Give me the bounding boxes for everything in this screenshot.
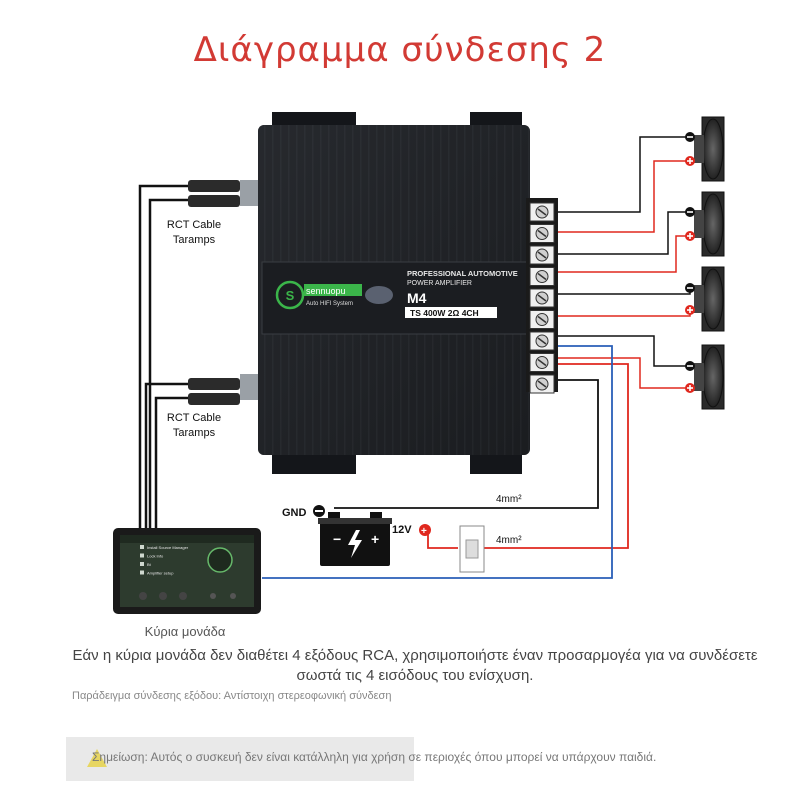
wire-speaker4-positive: [558, 357, 690, 389]
wire-speaker2-positive: [558, 235, 690, 273]
wire-positive-to-battery: [427, 532, 458, 549]
svg-text:+: +: [371, 531, 379, 547]
menu-item-icon: [140, 562, 144, 566]
rca-top-label-1: RCT Cable: [167, 219, 221, 231]
head-unit-button-icon: [179, 592, 187, 600]
rca-plugs: [188, 180, 240, 405]
head-unit-menu-item: Lock Info: [147, 554, 164, 559]
rca-cable-bottom-1: [144, 382, 190, 532]
head-unit-menu-item: Amplifier setup: [147, 571, 174, 576]
speaker-icon: [685, 266, 725, 332]
svg-text:S: S: [286, 288, 295, 303]
rca-input-top-icon: [240, 180, 258, 206]
rca-bottom-label-1: RCT Cable: [167, 412, 221, 424]
wire-speaker2-negative: [558, 211, 690, 255]
power-wiring: [262, 345, 629, 579]
rca-cable-top-2: [148, 198, 190, 532]
battery-icon: − +: [318, 512, 392, 566]
battery-12v-label: 12V: [392, 524, 412, 536]
power-led-icon: [365, 286, 393, 304]
wire-speaker1-negative: [558, 136, 690, 213]
head-unit-menu-item: Bt: [147, 562, 152, 567]
head-unit-menu-item: Install Source Manager: [147, 545, 189, 550]
rca-cable-top-1: [138, 184, 190, 532]
wire-positive-to-fuse: [484, 363, 629, 549]
svg-text:+: +: [421, 526, 427, 537]
menu-item-icon: [140, 545, 144, 549]
amp-faceplate: [261, 261, 531, 335]
rca-cable-bottom-2: [154, 396, 190, 532]
amp-spec: TS 400W 2Ω 4CH: [410, 308, 479, 318]
warning-icon: [87, 749, 107, 767]
amp-line1: PROFESSIONAL AUTOMOTIVE: [407, 269, 518, 278]
warning-box: [66, 737, 414, 781]
rca-top-label-2: Taramps: [173, 234, 216, 246]
wire-speaker3-negative: [558, 288, 691, 295]
instruction-text: Εάν η κύρια μονάδα δεν διαθέτει 4 εξόδου…: [72, 647, 758, 684]
wire-speaker1-positive: [558, 160, 690, 233]
speakers: [685, 116, 725, 410]
head-unit-label: Κύρια μονάδα: [144, 624, 226, 639]
rca-plug-icon: [188, 393, 240, 405]
amplifier: S sennuopu Auto HIFI System PROFESSIONAL…: [240, 112, 531, 474]
speaker-icon: [685, 191, 725, 257]
head-unit-button-icon: [139, 592, 147, 600]
head-unit-button-icon: [159, 592, 167, 600]
wire-speaker4-negative: [558, 335, 690, 367]
gnd-label: GND: [282, 507, 307, 519]
wire-speaker3-positive: [558, 310, 691, 317]
rca-cables: [138, 184, 190, 532]
warning-text: Σημείωση: Αυτός ο συσκευή δεν είναι κατά…: [92, 750, 657, 764]
speaker-icon: [685, 344, 725, 410]
rca-plug-icon: [188, 180, 240, 192]
speaker-wiring: [558, 136, 691, 389]
amp-line2: POWER AMPLIFIER: [407, 280, 472, 287]
diagram-title: Διάγραμμα σύνδεσης 2: [193, 30, 607, 70]
rca-bottom-label-2: Taramps: [173, 427, 216, 439]
rca-input-bottom-icon: [240, 374, 258, 400]
head-unit-button-icon: [230, 593, 236, 599]
example-note: Παράδειγμα σύνδεσης εξόδου: Αντίστοιχη σ…: [72, 690, 392, 702]
rca-plug-icon: [188, 378, 240, 390]
menu-item-icon: [140, 570, 144, 575]
menu-item-icon: [140, 553, 144, 558]
amp-brand: sennuopu: [306, 286, 346, 296]
positive-terminal-icon: [419, 524, 431, 536]
wire-ground: [334, 379, 599, 509]
fuse-icon: [459, 525, 485, 573]
amp-subtitle: Auto HIFI System: [306, 301, 353, 307]
terminal-block: [526, 198, 558, 394]
svg-text:−: −: [333, 531, 341, 547]
gnd-wire-gauge: 4mm²: [496, 494, 522, 505]
head-unit-knob-icon: [207, 547, 233, 573]
amp-model: M4: [407, 290, 427, 306]
wire-remote-signal: [262, 345, 613, 579]
brand-logo-icon: [275, 280, 305, 310]
rca-plug-icon: [188, 195, 240, 207]
speaker-icon: [685, 116, 725, 182]
head-unit-button-icon: [210, 593, 216, 599]
power-wire-gauge: 4mm²: [496, 535, 522, 546]
